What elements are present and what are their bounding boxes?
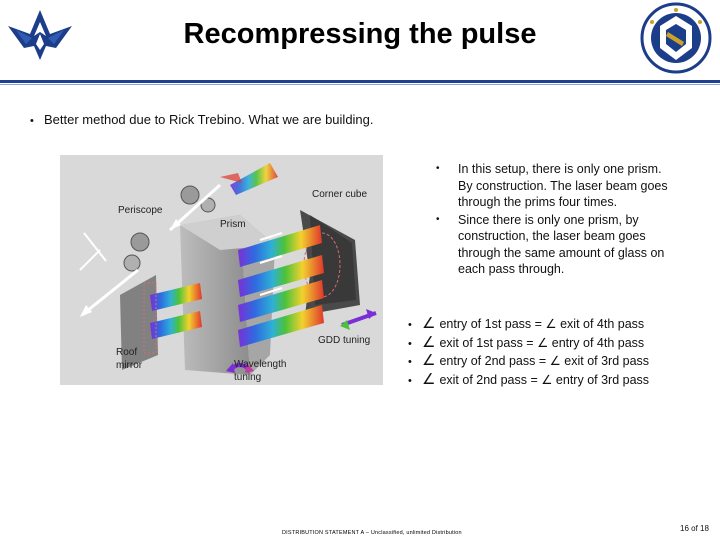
- angle-equality-text-2: exit of 1st pass = ∠ entry of 4th pass: [439, 335, 645, 350]
- angle-equality-item: • ∠exit of 1st pass = ∠ entry of 4th pass: [408, 335, 649, 354]
- title-divider-thin: [0, 84, 720, 85]
- label-wavelength-2: tuning: [234, 372, 261, 383]
- air-force-wings-logo: [8, 10, 72, 60]
- label-prism: Prism: [220, 219, 246, 230]
- bullet-icon: •: [408, 356, 412, 368]
- main-bullet: • Better method due to Rick Trebino. What…: [30, 112, 374, 127]
- angle-icon: ∠: [422, 370, 436, 388]
- main-bullet-text: Better method due to Rick Trebino. What …: [44, 112, 374, 127]
- label-corner-cube: Corner cube: [312, 189, 367, 200]
- label-periscope: Periscope: [118, 205, 163, 216]
- title-divider: [0, 80, 720, 83]
- angle-equality-text-1: entry of 1st pass = ∠ exit of 4th pass: [439, 317, 645, 331]
- page-number: 16 of 18: [680, 524, 709, 533]
- explanation-bullet: • Since there is only one prism, by cons…: [432, 212, 668, 278]
- explanation-text-2: Since there is only one prism, by constr…: [458, 212, 665, 277]
- bullet-icon: •: [408, 374, 412, 387]
- angle-icon: ∠: [422, 315, 436, 332]
- label-roof-mirror-2: mirror: [116, 360, 143, 371]
- bullet-icon: •: [436, 213, 440, 225]
- bullet-icon: •: [30, 115, 34, 127]
- angle-equality-item: • ∠entry of 2nd pass = ∠ exit of 3rd pass: [408, 353, 649, 372]
- label-roof-mirror-1: Roof: [116, 347, 137, 358]
- angle-equalities: •∠entry of 1st pass = ∠ exit of 4th pass…: [408, 316, 649, 390]
- angle-equality-item: • ∠exit of 2nd pass = ∠ entry of 3rd pass: [408, 372, 649, 391]
- explanation-bullets: • In this setup, there is only one prism…: [432, 161, 668, 279]
- afrl-seal-logo: [640, 2, 712, 74]
- angle-equality-text-3: entry of 2nd pass = ∠ exit of 3rd pass: [439, 354, 650, 368]
- prism-compressor-figure: Periscope Prism Corner cube Roof mirror …: [60, 155, 383, 385]
- bullet-icon: •: [408, 319, 412, 331]
- angle-icon: ∠: [422, 333, 436, 351]
- angle-equality-item: • ∠entry of 1st pass = ∠ exit of 4th pass: [408, 316, 649, 335]
- angle-equality-text-4: exit of 2nd pass = ∠ entry of 3rd pass: [439, 372, 650, 387]
- label-wavelength-1: Wavelength: [234, 359, 286, 370]
- explanation-bullet: • In this setup, there is only one prism…: [432, 161, 668, 211]
- bullet-icon: •: [436, 163, 440, 174]
- explanation-text-1: In this setup, there is only one prism. …: [458, 162, 668, 209]
- distribution-statement: DISTRIBUTION STATEMENT A – Unclassified,…: [282, 530, 462, 536]
- bullet-icon: •: [408, 337, 412, 350]
- label-gdd-tuning: GDD tuning: [318, 335, 370, 346]
- slide-title: Recompressing the pulse: [183, 18, 537, 50]
- angle-icon: ∠: [422, 352, 436, 369]
